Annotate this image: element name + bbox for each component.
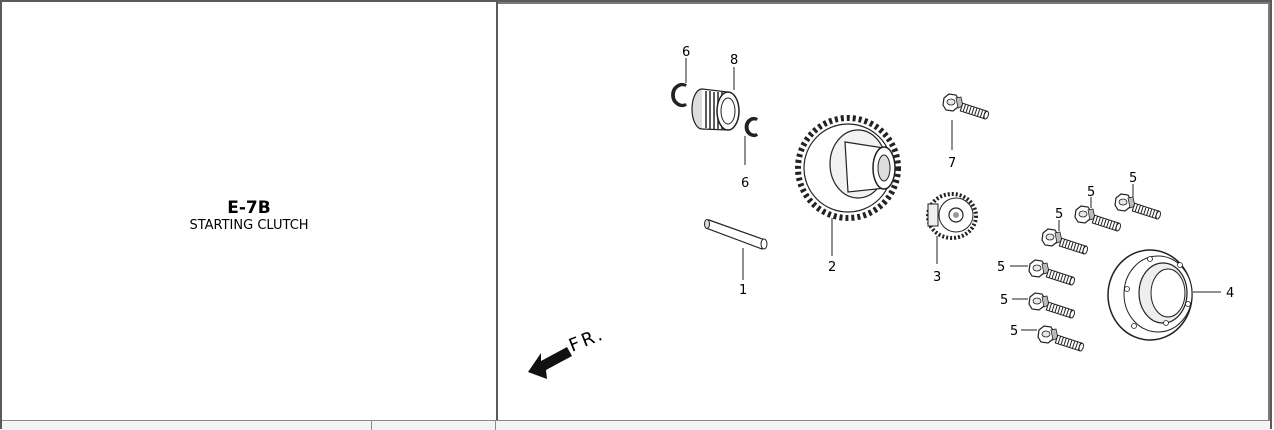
bolt-part-5-c [1041, 220, 1089, 256]
bolt-part-5-e [1012, 292, 1076, 320]
front-direction-arrow [528, 347, 572, 379]
callout-3: 3 [933, 270, 941, 285]
callout-5-f: 5 [1010, 324, 1018, 339]
diagram-cell [498, 2, 1270, 420]
callout-1: 1 [739, 283, 747, 298]
callout-4: 4 [1226, 286, 1234, 301]
callout-5-b: 5 [1087, 185, 1095, 200]
snap-ring-part-6-right [744, 117, 759, 165]
callout-7: 7 [948, 156, 956, 171]
section-info-cell: E-7B STARTING CLUTCH [2, 2, 496, 420]
bolt-part-5-b [1074, 197, 1122, 233]
column-divider [496, 2, 498, 429]
callout-5-d: 5 [997, 260, 1005, 275]
needle-bearing-part-8 [691, 67, 740, 131]
bolt-part-5-d [1010, 259, 1076, 287]
callout-5-e: 5 [1000, 293, 1008, 308]
callout-5-a: 5 [1129, 171, 1137, 186]
driven-gear-part-2 [795, 115, 901, 256]
front-direction-label: FR. [566, 323, 608, 356]
callout-6-bottom: 6 [741, 176, 749, 191]
callout-8: 8 [730, 53, 738, 68]
bolt-part-7 [942, 93, 990, 150]
callout-5-c: 5 [1055, 207, 1063, 222]
section-title-block: E-7B STARTING CLUTCH [2, 198, 496, 234]
section-code: E-7B [227, 198, 271, 218]
next-row-strip [2, 420, 1270, 430]
snap-ring-part-6-left [671, 58, 687, 107]
bolt-part-5-f [1021, 325, 1085, 353]
callout-6-top: 6 [682, 45, 690, 60]
strip-separator [495, 421, 496, 430]
strip-separator [371, 421, 372, 430]
callout-2: 2 [828, 260, 836, 275]
bolt-part-5-a [1114, 184, 1162, 221]
shaft-part-1 [704, 219, 768, 280]
clutch-outer-part-4 [1107, 249, 1221, 341]
clutch-hub-part-3 [926, 192, 978, 264]
section-name: STARTING CLUTCH [189, 218, 309, 233]
